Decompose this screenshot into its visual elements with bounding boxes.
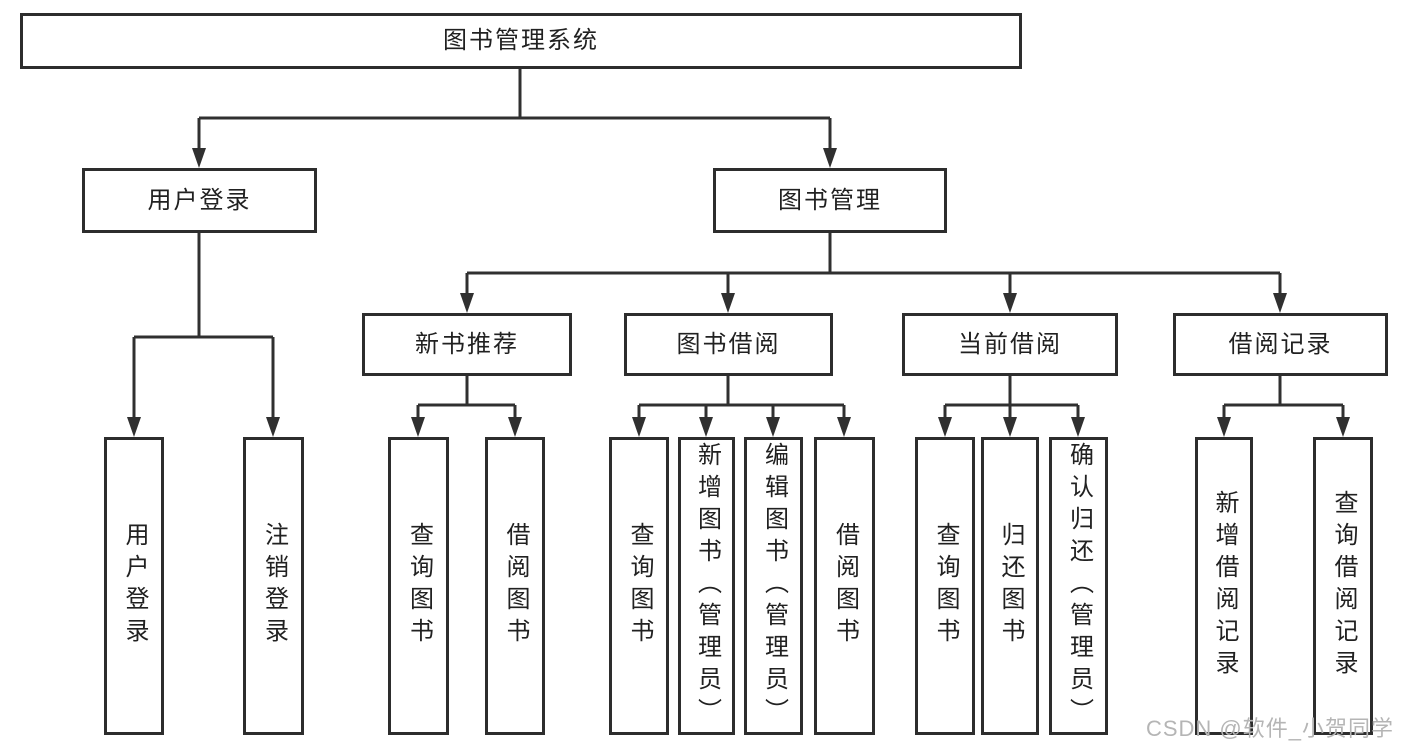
node-label: 编辑图书（管理员） <box>760 442 788 730</box>
node-label: 用户登录 <box>147 186 252 214</box>
node-label: 查询图书 <box>405 522 433 650</box>
node-label: 借阅图书 <box>502 522 529 650</box>
node-label: 确认归还（管理员） <box>1065 442 1093 730</box>
leaf-edit-books-admin: 编辑图书（管理员） <box>744 437 803 735</box>
leaf-add-borrow-record: 新增借阅记录 <box>1195 437 1253 735</box>
node-book-management: 图书管理 <box>713 168 947 233</box>
node-label: 借阅图书 <box>831 522 859 650</box>
leaf-return-books: 归还图书 <box>981 437 1039 735</box>
node-label: 当前借阅 <box>958 330 1062 358</box>
node-label: 新增图书（管理员） <box>693 442 721 730</box>
node-label: 归还图书 <box>997 522 1024 650</box>
node-label: 借阅记录 <box>1228 330 1333 358</box>
node-label: 图书借阅 <box>676 330 781 358</box>
leaf-query-books-borrowing: 查询图书 <box>609 437 669 735</box>
leaf-query-books-current: 查询图书 <box>915 437 975 735</box>
node-label: 查询图书 <box>932 522 959 650</box>
leaf-borrow-books-borrowing: 借阅图书 <box>814 437 875 735</box>
leaf-query-books-recommend: 查询图书 <box>388 437 449 735</box>
leaf-logout-login: 注销登录 <box>243 437 304 735</box>
node-user-login: 用户登录 <box>82 168 317 233</box>
leaf-add-books-admin: 新增图书（管理员） <box>678 437 735 735</box>
node-label: 注销登录 <box>260 522 288 650</box>
node-label: 用户登录 <box>121 522 148 650</box>
node-borrowing-records: 借阅记录 <box>1173 313 1388 376</box>
node-library-system: 图书管理系统 <box>20 13 1022 69</box>
arrowhead-icons <box>127 148 1350 437</box>
node-label: 查询图书 <box>626 522 653 650</box>
node-label: 新书推荐 <box>415 330 519 358</box>
leaf-user-login: 用户登录 <box>104 437 164 735</box>
node-label: 查询借阅记录 <box>1330 490 1357 682</box>
node-book-borrowing: 图书借阅 <box>624 313 833 376</box>
watermark-text: CSDN @软件_小贺同学 <box>1145 716 1394 741</box>
node-label: 新增借阅记录 <box>1211 490 1238 682</box>
leaf-borrow-books-recommend: 借阅图书 <box>485 437 545 735</box>
leaf-query-borrow-record: 查询借阅记录 <box>1313 437 1373 735</box>
node-label: 图书管理 <box>778 186 882 214</box>
node-new-book-recommendation: 新书推荐 <box>362 313 572 376</box>
node-label: 图书管理系统 <box>443 27 599 54</box>
leaf-confirm-return-admin: 确认归还（管理员） <box>1049 437 1108 735</box>
node-current-borrowing: 当前借阅 <box>902 313 1118 376</box>
